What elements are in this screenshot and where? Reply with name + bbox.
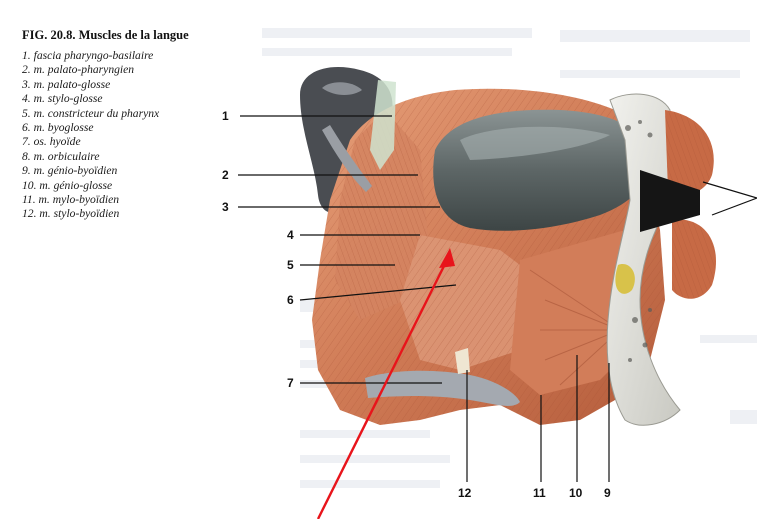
legend-item-label: m. palato-glosse — [33, 77, 111, 91]
legend-item: 10. m. génio-glosse — [22, 179, 254, 193]
legend-item: 5. m. constricteur du pharynx — [22, 107, 254, 121]
legend-item-number: 1. — [22, 49, 31, 62]
legend-item-number: 5. — [22, 106, 31, 120]
callout-3: 3 — [222, 200, 229, 214]
legend-item: 1. fascia pharyngo-basilaire — [22, 49, 254, 63]
callout-12: 12 — [458, 486, 472, 500]
legend-item: 7. os. hyoïde — [22, 135, 254, 149]
legend-item: 3. m. palato-glosse — [22, 78, 254, 92]
legend-item-label: m. génio-glosse — [39, 178, 113, 192]
callout-6: 6 — [287, 293, 294, 307]
callout-9: 9 — [604, 486, 611, 500]
legend-item: 9. m. génio-byoïdien — [22, 164, 254, 178]
callout-1: 1 — [222, 109, 229, 123]
legend-item-number: 10. — [22, 178, 37, 192]
callout-10: 10 — [569, 486, 583, 500]
hyoid-bone — [365, 370, 520, 406]
legend-item-label: m. orbiculaire — [33, 149, 100, 163]
legend-item-label: fascia pharyngo-basilaire — [33, 49, 154, 62]
skull-base — [300, 67, 393, 213]
red-annotation-arrow — [316, 248, 455, 519]
callout-7: 7 — [287, 376, 294, 390]
legend-item-label: m. stylo-byoïdien — [39, 207, 120, 221]
callout-leaders — [238, 115, 610, 482]
fascia-strip — [370, 80, 396, 170]
legend-item-number: 3. — [22, 77, 31, 91]
callout-2: 2 — [222, 168, 229, 182]
legend-item: 2. m. palato-pharyngien — [22, 63, 254, 77]
callout-5: 5 — [287, 258, 294, 272]
legend-item-label: m. stylo-glosse — [33, 92, 103, 106]
legend-item: 12. m. stylo-byoïdien — [22, 207, 254, 221]
legend-item-number: 4. — [22, 92, 31, 106]
callout-11: 11 — [533, 486, 546, 500]
legend-item-number: 11. — [22, 193, 36, 207]
callout-4: 4 — [287, 228, 294, 242]
legend-item-number: 8. — [22, 149, 31, 163]
oral-opening — [640, 170, 700, 232]
figure-title: FIG. 20.8. Muscles de la langue — [22, 28, 189, 42]
legend-item-number: 2. — [22, 63, 31, 77]
legend-item: 11. m. mylo-byoïdien — [22, 193, 254, 207]
legend-item-number: 9. — [22, 164, 31, 178]
legend-item-label: m. byoglosse — [33, 121, 94, 135]
legend-item-label: m. mylo-byoïdien — [38, 193, 120, 207]
legend-item-number: 6. — [22, 121, 31, 135]
legend-item-label: m. palato-pharyngien — [33, 63, 135, 77]
legend-item-number: 12. — [22, 207, 37, 221]
legend-item-label: os. hyoïde — [33, 135, 81, 149]
legend-item: 6. m. byoglosse — [22, 121, 254, 135]
legend-item: 8. m. orbiculaire — [22, 150, 254, 164]
legend-item-label: m. constricteur du pharynx — [33, 106, 160, 120]
figure-legend: FIG. 20.8. Muscles de la langue 1. fasci… — [14, 28, 254, 222]
legend-item-label: m. génio-byoïdien — [33, 164, 118, 178]
legend-item: 4. m. stylo-glosse — [22, 92, 254, 106]
legend-item-number: 7. — [22, 135, 31, 149]
